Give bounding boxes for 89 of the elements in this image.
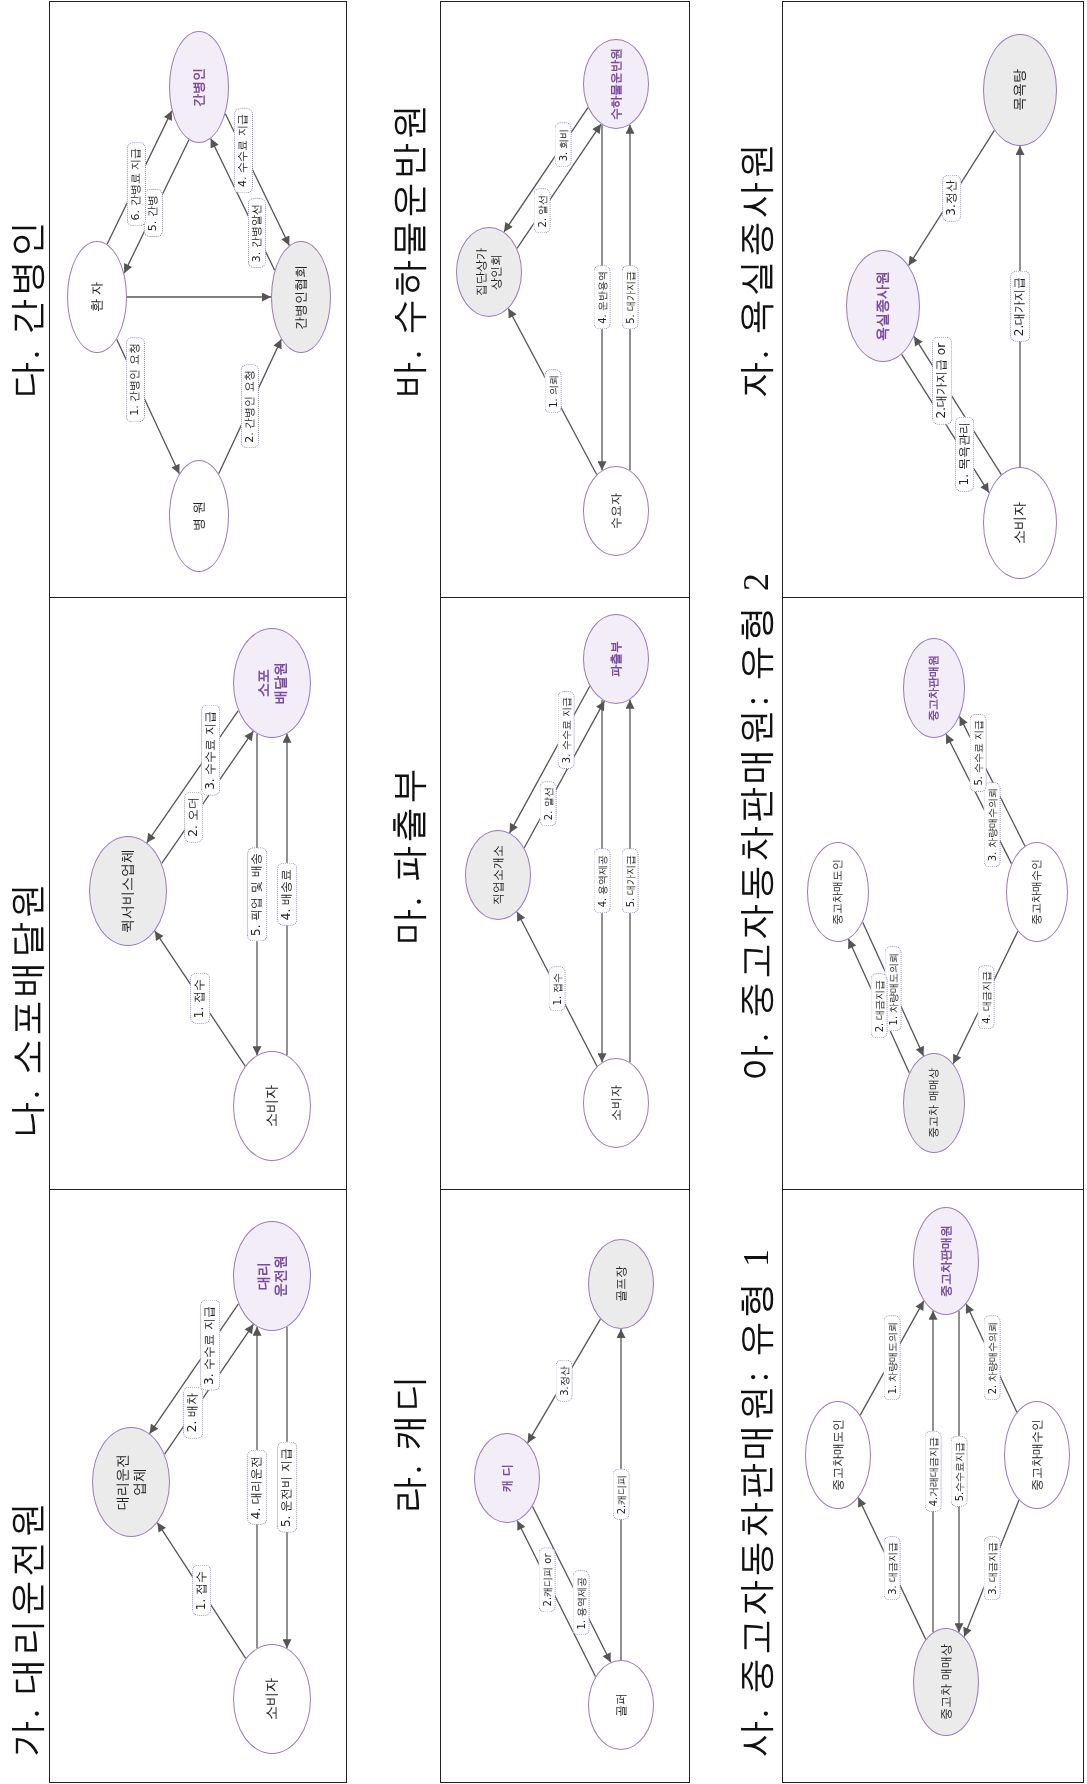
entity-ellipse [169,31,229,143]
node-label: 중고차매수인 [1030,859,1044,925]
edge-label: 1. 접수 [190,972,210,1025]
entity-ellipse [465,830,531,920]
edge-label: 3. 수수료 지급 [201,704,221,796]
edge-label: 1. 목욕관리 [954,416,975,492]
node-label: 캐 디 [499,1463,515,1493]
edge-label: 5. 대가지급 [621,265,639,330]
edge-label: 3. 수수료 지급 [200,1299,220,1391]
panel-title: 라. 캐디 [388,1372,430,1513]
node-label: 대리 운전원 [254,1254,289,1299]
edge-label: 2. 오더 [183,791,204,843]
edge-label: 3. 대금지급 [983,1536,1000,1601]
node-label: 욕실종사원 [874,271,892,341]
panel-title: 마. 파출부 [388,765,430,945]
panel-title: 바. 수하물운반원 [388,101,430,398]
node-label: 골퍼 [613,1693,629,1717]
edge-label: 3. 수수료 지급 [557,691,575,770]
node-label: 수요자 [608,493,624,529]
edge-label: 2. 배차 [183,1387,203,1439]
node-label: 중고차매수인 [1029,1419,1045,1491]
node-label: 중고차판매원 [938,1225,954,1297]
node-label: 집단상가 상인회 [474,247,504,298]
entity-ellipse [456,227,522,317]
edge-label: 4. 수수료 지급 [234,108,253,193]
node-label: 목욕탕 [1011,69,1029,111]
node-label: 골프장 [613,1266,629,1302]
edge-label: 3.정산 [555,1360,573,1402]
edge-label: 1. 차량매도의뢰 [883,1315,901,1401]
node-label: 간병인협회 [292,264,309,330]
edge-label: 1. 접수 [548,966,566,1012]
node-label: 중고차 매매상 [927,1068,941,1138]
panel-title: 다. 간병인 [6,218,48,398]
edge-label: 3. 간병알선 [247,198,266,269]
edge-label: 4. 배송료 [277,862,297,927]
edge-label: 2. 알선 [533,188,551,234]
panel-title: 아. 중고자동차판매원: 유형 2 [735,570,777,1081]
edge-label: 3. 회비 [554,122,572,168]
edge-label: 2. 간병인 요청 [240,364,260,449]
edge-label: 5. 간병 [144,189,163,238]
edge-label: 5. 운전비 지급 [277,1441,297,1534]
node-label: 중고차매도인 [830,1419,846,1491]
edge-label: 2.대가지급 [1010,270,1030,343]
node-label: 중고차 매매상 [938,1644,954,1720]
node-label: 수하물운반원 [608,48,624,120]
edge-label: 5. 수수료 지급 [969,713,987,792]
panel-title: 자. 욕실종사원 [735,140,777,398]
node-label: 직업소개소 [490,845,506,905]
edge-label: 2. 알선 [539,781,557,827]
panel-title: 나. 소포배달원 [6,880,48,1138]
edge-label: 1. 용역제공 [572,1570,590,1636]
edge-label: 4.거래대금지급 [924,1430,942,1513]
node-label: 환 자 [88,281,105,313]
edge-label: 6. 간병료 지급 [127,141,146,227]
node-label: 간병인 [190,67,207,107]
edge-label: 3.정산 [941,174,962,222]
edge-label: 1. 접수 [191,1564,212,1617]
edge-label: 2.캐디피 or [538,1547,556,1613]
edge-label: 5. 대가지급 [621,848,639,914]
panel-title: 가. 대리운전원 [6,1499,48,1757]
edge-label: 2.대가지급 or [932,336,952,425]
edge-label: 4. 용역제공 [593,848,611,914]
node-label: 대리운전 업체 [113,1453,148,1512]
edge-label: 1. 의뢰 [544,369,561,414]
edge-label: 3. 대금지급 [883,1536,901,1601]
node-label: 병 원 [190,500,207,532]
entity-ellipse [169,460,229,572]
edge-label: 5.수수료지급 [950,1435,968,1508]
edge-label: 2. 차량매수의뢰 [983,1315,1000,1401]
entity-ellipse [474,1433,540,1523]
node-label: 소비자 [263,1085,281,1127]
node-label: 소비자 [263,1678,281,1720]
edge-label: 4. 대금지급 [977,965,994,1030]
node-label: 소포 배달원 [254,661,289,706]
node-label: 중고차판매원 [927,655,941,721]
node-label: 퀵서비스업체 [119,849,137,933]
arrow [126,292,272,302]
edge-label: 1. 간병인 요청 [126,337,145,422]
node-label: 소비자 [608,1085,624,1121]
panel-title: 사. 중고자동차판매원: 유형 1 [735,1246,777,1757]
node-label: 중고차매도인 [831,859,845,925]
node-label: 파출부 [608,641,624,677]
edge-label: 4. 대리운전 [247,1449,267,1526]
edge-label: 2.캐디피 [612,1468,630,1521]
edge-label: 2. 대금지급 [870,973,888,1039]
edge-label: 5. 픽업 및 배송 [247,847,267,942]
node-label: 소비자 [1011,502,1029,544]
edge-label: 3. 차량매수의뢰 [983,782,1001,868]
edge-label: 4. 운반용역 [593,265,611,330]
